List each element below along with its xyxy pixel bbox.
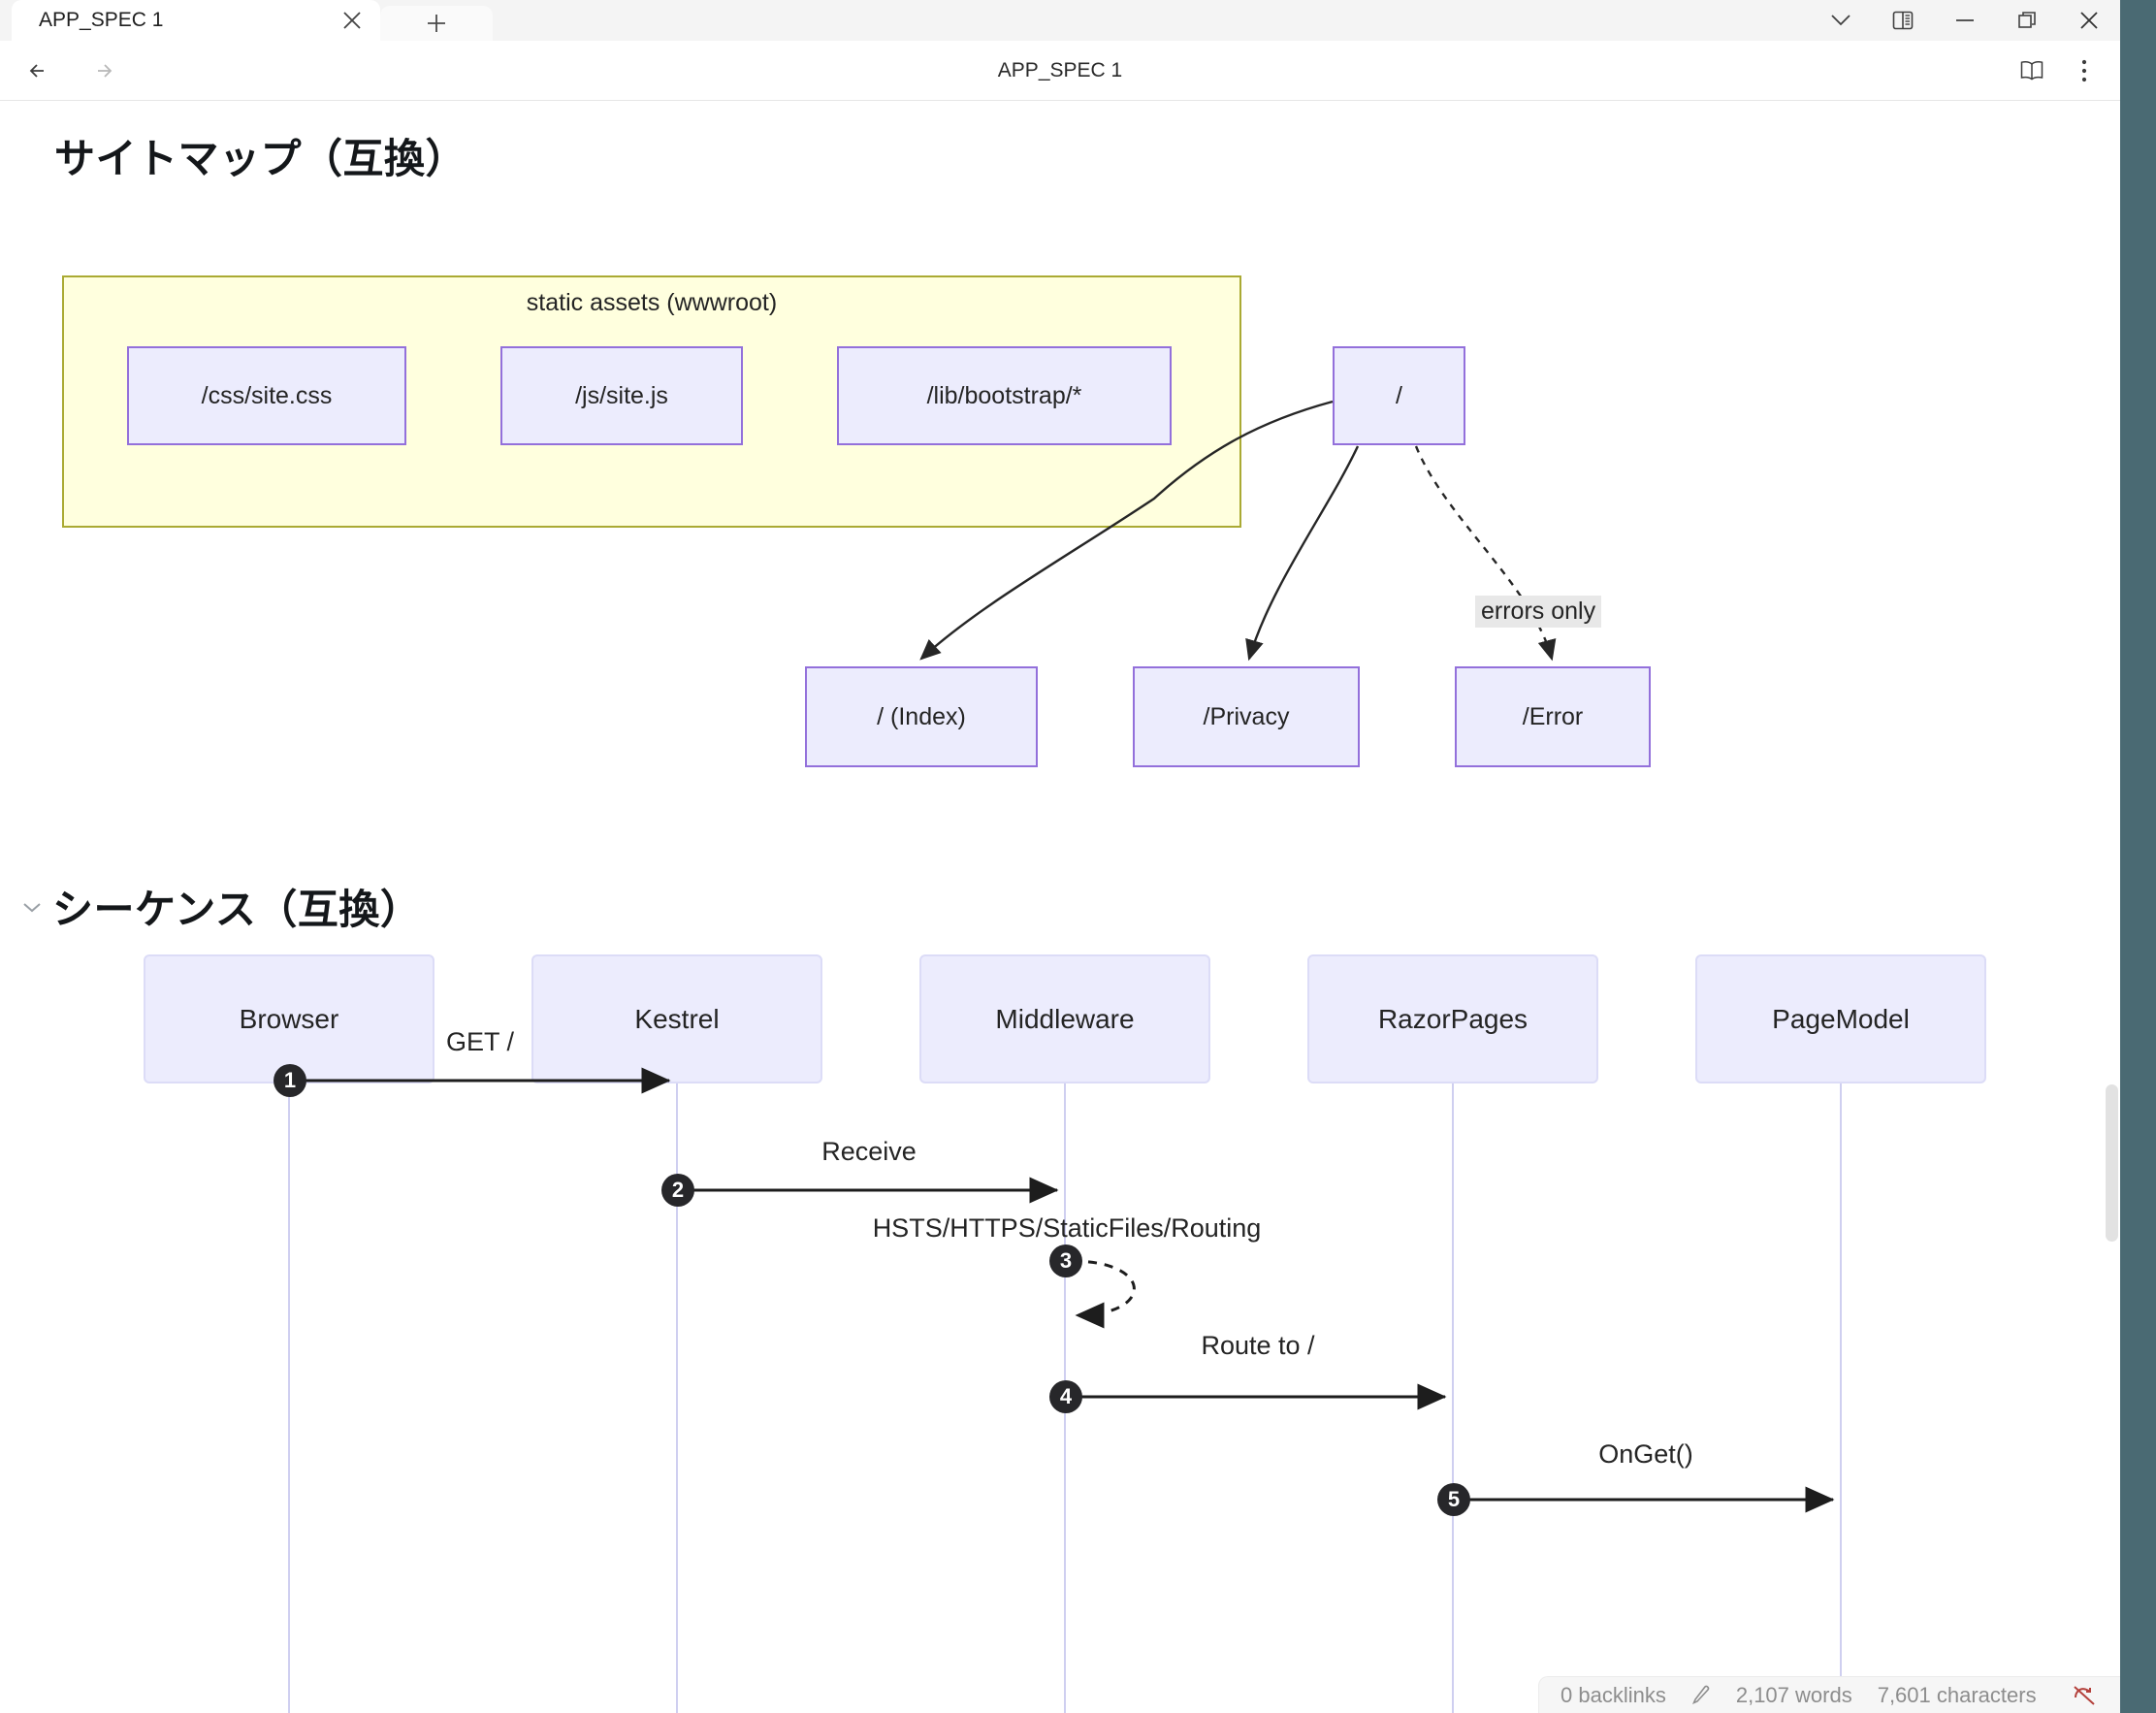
edge-label-errors-only: errors only	[1475, 596, 1602, 628]
sequence-number-badge-1: 1	[274, 1064, 306, 1097]
browser-tab-bar: APP_SPEC 1	[0, 0, 2120, 41]
participant-razorpages[interactable]: RazorPages	[1307, 954, 1598, 1083]
lifeline-pagemodel	[1840, 1083, 1842, 1713]
back-arrow-icon[interactable]	[12, 44, 66, 98]
browser-toolbar: APP_SPEC 1	[0, 41, 2120, 101]
sequence-heading-text: シーケンス（互換）	[52, 887, 422, 932]
node-label: / (Index)	[877, 702, 966, 730]
lifeline-razorpages	[1452, 1083, 1454, 1713]
node-label: /Error	[1522, 702, 1584, 730]
participant-label: RazorPages	[1377, 1003, 1529, 1034]
minimize-icon[interactable]	[1934, 0, 1996, 41]
new-tab-button[interactable]	[380, 6, 493, 41]
node-label: /css/site.css	[201, 381, 333, 409]
node-lib-bootstrap[interactable]: /lib/bootstrap/*	[837, 346, 1172, 445]
participant-middleware[interactable]: Middleware	[919, 954, 1210, 1083]
node-label: /js/site.js	[575, 381, 668, 409]
browser-tab-title: APP_SPEC 1	[39, 9, 164, 31]
sitemap-heading-text: サイトマップ（互換）	[54, 136, 467, 181]
message-label-5: OnGet()	[1598, 1439, 1693, 1469]
participant-label: Kestrel	[634, 1003, 720, 1034]
participant-label: PageModel	[1772, 1003, 1910, 1034]
split-screen-icon[interactable]	[1872, 0, 1934, 41]
maximize-icon[interactable]	[1996, 0, 2058, 41]
section-heading-sequence[interactable]: シーケンス（互換）	[21, 877, 421, 936]
note-content: サイトマップ（互換） static assets (wwwroot) /css/…	[0, 101, 2120, 1713]
participant-label: Browser	[239, 1003, 339, 1034]
subgraph-label: static assets (wwwroot)	[526, 289, 778, 316]
tab-close-icon[interactable]	[338, 6, 367, 35]
message-label-4: Route to /	[1201, 1331, 1315, 1360]
sync-off-icon[interactable]	[2072, 1684, 2097, 1707]
word-count: 2,107 words	[1735, 1682, 1852, 1707]
window-controls	[1810, 0, 2120, 41]
lifeline-browser	[288, 1083, 290, 1713]
message-label-2: Receive	[821, 1137, 917, 1166]
lifeline-kestrel	[676, 1083, 678, 1713]
backlinks-count[interactable]: 0 backlinks	[1561, 1682, 1666, 1707]
node-label: /Privacy	[1203, 702, 1290, 730]
sequence-number-badge-4: 4	[1049, 1380, 1082, 1413]
section-heading-sitemap: サイトマップ（互換）	[54, 126, 467, 185]
status-bar: 0 backlinks 2,107 words 7,601 characters	[1538, 1676, 2120, 1713]
forward-arrow-icon[interactable]	[76, 44, 130, 98]
message-label-3: HSTS/HTTPS/StaticFiles/Routing	[872, 1213, 1262, 1243]
scrollbar-thumb[interactable]	[2106, 1084, 2118, 1242]
sequence-number-badge-3: 3	[1049, 1244, 1082, 1277]
node-index[interactable]: / (Index)	[805, 666, 1038, 767]
participant-pagemodel[interactable]: PageModel	[1695, 954, 1986, 1083]
sequence-number-badge-2: 2	[661, 1174, 694, 1207]
node-label: /	[1396, 381, 1402, 409]
participant-browser[interactable]: Browser	[144, 954, 434, 1083]
three-dots-icon[interactable]	[2058, 45, 2110, 97]
node-error[interactable]: /Error	[1455, 666, 1651, 767]
page-title: APP_SPEC 1	[997, 58, 1123, 81]
chevron-down-icon[interactable]	[1810, 0, 1872, 41]
window-close-icon[interactable]	[2058, 0, 2120, 41]
browser-tab[interactable]: APP_SPEC 1	[12, 0, 380, 41]
node-label: /lib/bootstrap/*	[926, 381, 1082, 409]
sequence-number-badge-5: 5	[1437, 1483, 1470, 1516]
message-label-1: GET /	[445, 1027, 515, 1056]
pencil-icon	[1691, 1685, 1711, 1706]
toolbar-actions	[2006, 45, 2120, 97]
book-icon[interactable]	[2006, 45, 2058, 97]
vertical-scrollbar[interactable]	[2105, 101, 2120, 1713]
chevron-down-icon[interactable]	[21, 900, 43, 914]
character-count: 7,601 characters	[1877, 1682, 2037, 1707]
node-root[interactable]: /	[1333, 346, 1465, 445]
participant-label: Middleware	[995, 1003, 1135, 1034]
node-js-site-js[interactable]: /js/site.js	[500, 346, 743, 445]
participant-kestrel[interactable]: Kestrel	[531, 954, 822, 1083]
node-privacy[interactable]: /Privacy	[1133, 666, 1360, 767]
accent-strip	[2120, 0, 2156, 1713]
node-css-site-css[interactable]: /css/site.css	[127, 346, 406, 445]
